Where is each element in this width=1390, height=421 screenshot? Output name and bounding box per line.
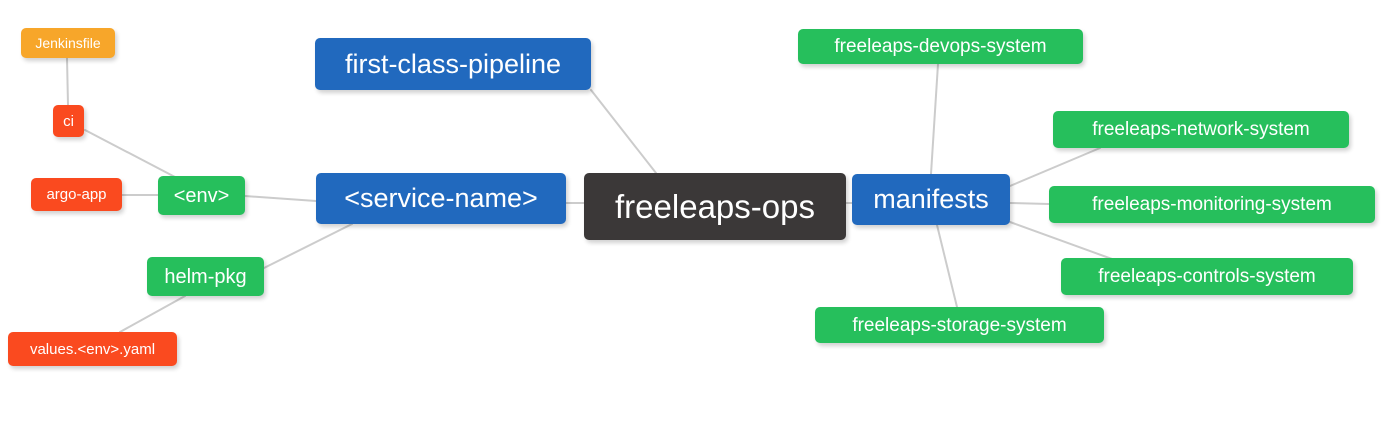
node-controls-system[interactable]: freeleaps-controls-system <box>1061 258 1353 295</box>
edge-helm-pkg-service-name <box>263 223 353 269</box>
edge-env-service-name <box>244 195 317 202</box>
node-jenkinsfile[interactable]: Jenkinsfile <box>21 28 115 58</box>
edge-manifests-controls-system <box>1009 221 1113 260</box>
node-helm-pkg[interactable]: helm-pkg <box>147 257 264 296</box>
node-freeleaps-ops[interactable]: freeleaps-ops <box>584 173 846 240</box>
node-first-class-pipeline[interactable]: first-class-pipeline <box>315 38 591 90</box>
edge-devops-system-manifests <box>930 63 939 175</box>
edge-manifests-network-system <box>1009 147 1101 187</box>
node-storage-system[interactable]: freeleaps-storage-system <box>815 307 1104 343</box>
node-argo-app[interactable]: argo-app <box>31 178 122 211</box>
edge-ci-env <box>84 129 176 178</box>
node-network-system[interactable]: freeleaps-network-system <box>1053 111 1349 148</box>
node-monitoring-system[interactable]: freeleaps-monitoring-system <box>1049 186 1375 223</box>
node-env[interactable]: <env> <box>158 176 245 215</box>
edge-manifests-monitoring-system <box>1009 202 1050 205</box>
node-values-env-yaml[interactable]: values.<env>.yaml <box>8 332 177 366</box>
edge-jenkinsfile-ci <box>66 57 69 106</box>
node-manifests[interactable]: manifests <box>852 174 1010 225</box>
node-devops-system[interactable]: freeleaps-devops-system <box>798 29 1083 64</box>
edge-first-class-pipeline-freeleaps-ops <box>590 89 657 174</box>
edge-manifests-storage-system <box>936 224 958 308</box>
node-service-name[interactable]: <service-name> <box>316 173 566 224</box>
edge-values-env-yaml-helm-pkg <box>119 295 186 333</box>
node-ci[interactable]: ci <box>53 105 84 137</box>
